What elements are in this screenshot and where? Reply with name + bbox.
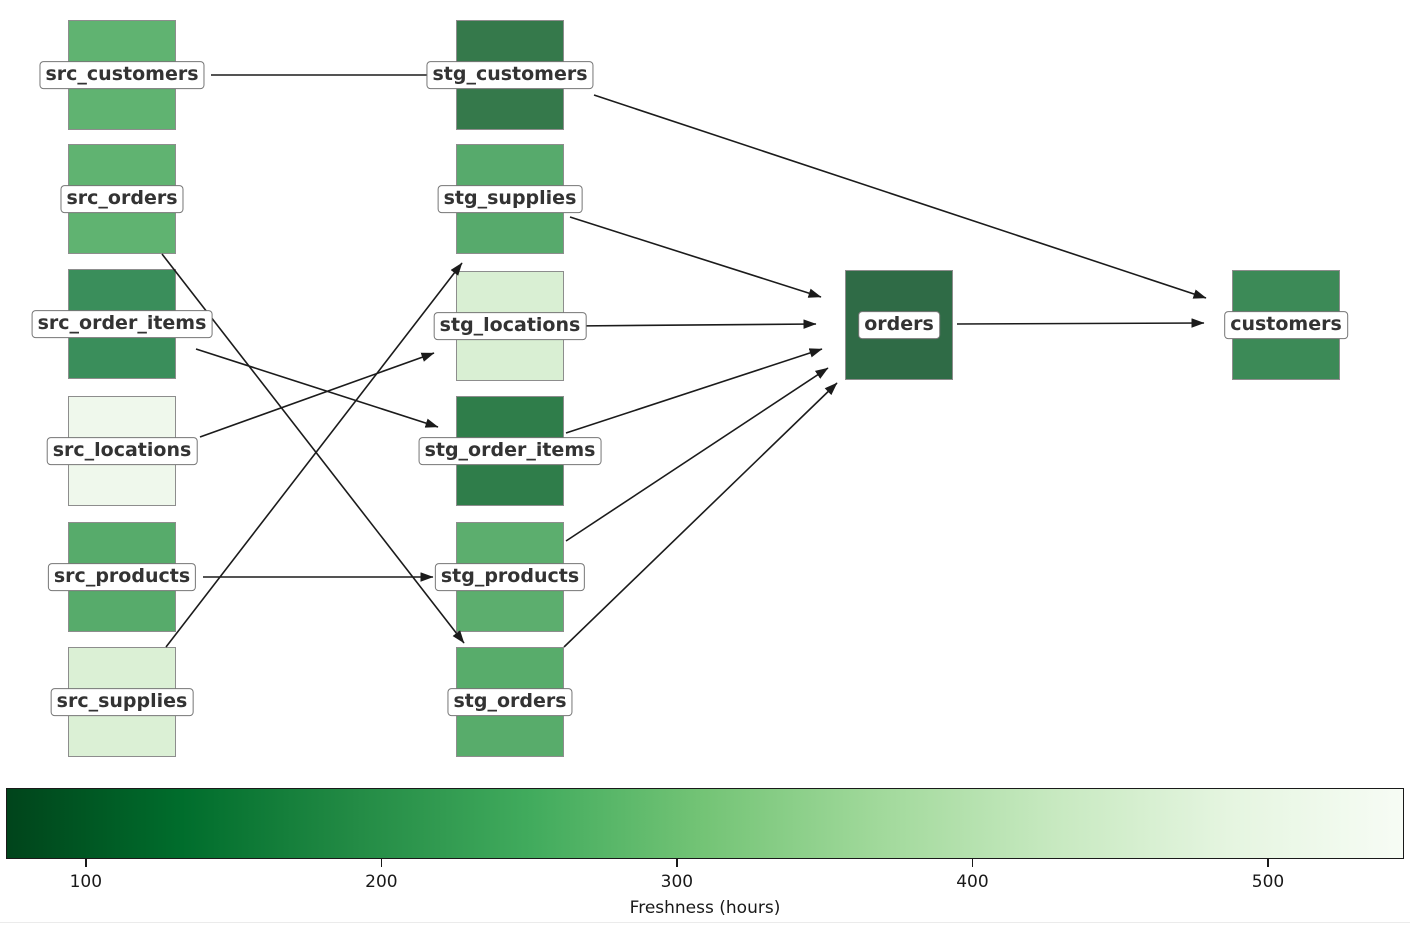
colorbar-tick-label-400: 400 (956, 872, 989, 892)
node-label-src_locations: src_locations (46, 437, 198, 465)
edge-orders-to-customers (956, 318, 1205, 328)
colorbar-tick-label-200: 200 (365, 872, 398, 892)
figure-bottom-border (0, 922, 1410, 923)
edge-src_order_items-to-stg_order_items (195, 348, 439, 428)
node-label-stg_orders: stg_orders (447, 688, 573, 716)
edge-src_supplies-to-stg_supplies (165, 262, 463, 648)
colorbar-tick-label-500: 500 (1251, 872, 1285, 892)
edge-stg_products-to-orders (565, 367, 829, 542)
node-label-stg_locations: stg_locations (433, 312, 587, 340)
node-label-src_products: src_products (47, 563, 197, 591)
edge-stg_order_items-to-orders (565, 348, 823, 434)
colorbar-tick-100 (85, 859, 87, 867)
node-label-stg_customers: stg_customers (426, 61, 594, 89)
node-label-src_customers: src_customers (39, 61, 205, 89)
colorbar-tick-500 (1267, 859, 1269, 867)
colorbar-tick-300 (676, 859, 678, 867)
colorbar-gradient (6, 788, 1404, 859)
edge-stg_supplies-to-orders (569, 216, 822, 298)
edge-stg_customers-to-customers (593, 94, 1207, 299)
edge-stg_orders-to-orders (563, 382, 838, 648)
colorbar-tick-200 (380, 859, 383, 867)
node-label-stg_products: stg_products (434, 563, 586, 591)
colorbar-tick-label-100: 100 (69, 872, 103, 892)
edge-src_locations-to-stg_locations (199, 352, 435, 438)
node-label-stg_supplies: stg_supplies (437, 185, 583, 213)
node-label-src_order_items: src_order_items (31, 310, 213, 338)
node-label-src_orders: src_orders (60, 185, 184, 213)
node-label-src_supplies: src_supplies (50, 688, 194, 716)
node-label-customers: customers (1224, 311, 1348, 339)
node-label-stg_order_items: stg_order_items (418, 437, 602, 465)
node-label-orders: orders (858, 311, 940, 339)
edge-stg_locations-to-orders (571, 319, 817, 329)
colorbar-tick-label-300: 300 (660, 872, 694, 892)
colorbar-tick-400 (971, 859, 974, 867)
colorbar-axis-label: Freshness (hours) (629, 898, 781, 918)
